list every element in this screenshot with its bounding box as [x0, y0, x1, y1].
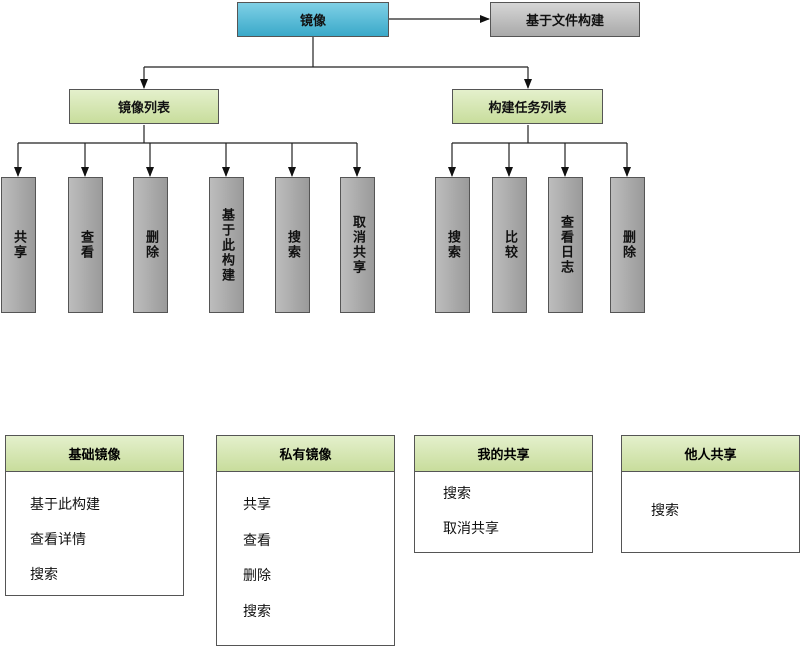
card-title: 他人共享: [622, 436, 799, 472]
card-title: 基础镜像: [6, 436, 183, 472]
card-item: 查看: [243, 533, 271, 549]
node-root: 镜像: [237, 2, 389, 37]
leaf-view: 查看: [68, 177, 103, 313]
task-leaf-compare: 比较: [492, 177, 527, 313]
leaf-unshare: 取消共享: [340, 177, 375, 313]
card-title: 我的共享: [415, 436, 592, 472]
node-build-task-list: 构建任务列表: [452, 89, 603, 124]
card-item: 搜索: [30, 567, 58, 583]
card-item: 基于此构建: [30, 497, 100, 513]
card-item: 取消共享: [443, 521, 499, 537]
card-item: 搜索: [243, 604, 271, 620]
leaf-build-from-this: 基于此构建: [209, 177, 244, 313]
card-others-shares: 他人共享 搜索: [621, 435, 800, 553]
leaf-search: 搜索: [275, 177, 310, 313]
card-item: 搜索: [651, 503, 679, 519]
card-item: 查看详情: [30, 532, 86, 548]
card-item: 共享: [243, 497, 271, 513]
card-private-images: 私有镜像 共享 查看 删除 搜索: [216, 435, 395, 646]
card-base-images: 基础镜像 基于此构建 查看详情 搜索: [5, 435, 184, 596]
node-build-from-file: 基于文件构建: [490, 2, 640, 37]
leaf-delete: 删除: [133, 177, 168, 313]
task-leaf-search: 搜索: [435, 177, 470, 313]
card-item: 搜索: [443, 486, 471, 502]
node-image-list: 镜像列表: [69, 89, 219, 124]
task-leaf-delete: 删除: [610, 177, 645, 313]
leaf-share: 共享: [1, 177, 36, 313]
task-leaf-view-log: 查看日志: [548, 177, 583, 313]
card-title: 私有镜像: [217, 436, 394, 472]
card-item: 删除: [243, 568, 271, 584]
card-my-shares: 我的共享 搜索 取消共享: [414, 435, 593, 553]
